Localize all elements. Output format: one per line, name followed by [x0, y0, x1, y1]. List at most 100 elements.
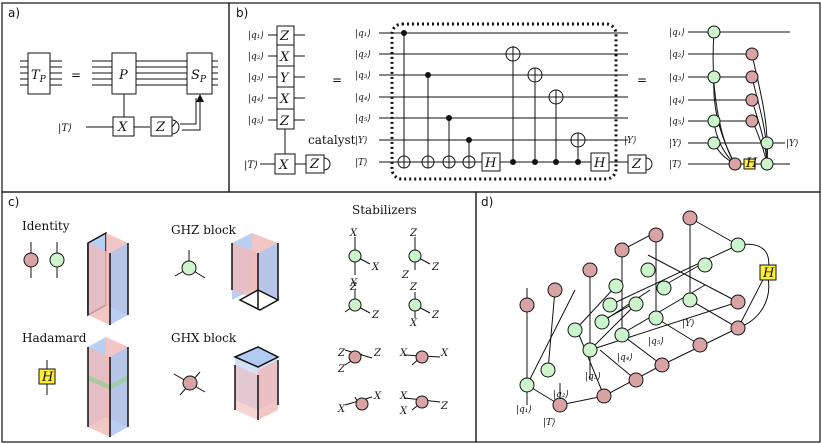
- z-gate-b-out: Z: [631, 157, 642, 172]
- h-gate-b2: H: [593, 156, 606, 171]
- svg-text:Z: Z: [401, 270, 410, 281]
- equals-b1: =: [332, 73, 342, 87]
- svg-text:Z: Z: [279, 29, 290, 44]
- svg-text:|T⟩: |T⟩: [355, 158, 368, 168]
- panel-a-diagram: [20, 52, 218, 137]
- svg-text:|q₅⟩: |q₅⟩: [355, 114, 371, 124]
- panel-b-right-graph: [688, 31, 790, 165]
- right-ket-labels: |q₁⟩ |q₂⟩ |q₃⟩ |q₄⟩ |q₅⟩ |Y⟩ |T⟩: [669, 28, 685, 170]
- z-gate-b: Z: [309, 157, 320, 172]
- svg-text:|q₂⟩: |q₂⟩: [553, 390, 569, 400]
- svg-text:Z: Z: [409, 228, 418, 239]
- equals-b2: =: [637, 73, 647, 87]
- t-ket-a: |T⟩: [58, 123, 72, 134]
- panel-d-h: H: [762, 266, 775, 281]
- svg-text:|q₃⟩: |q₃⟩: [669, 73, 685, 83]
- svg-text:Z: Z: [431, 262, 440, 273]
- ghz-block: [231, 233, 280, 311]
- svg-text:|q₁⟩: |q₁⟩: [669, 28, 685, 38]
- stabilizer-diagrams: [344, 237, 441, 411]
- stabilizer-labels: X X X Z Z Z Z Z Z Z X Z Z Z X X X X X X …: [337, 228, 449, 417]
- svg-text:|Y⟩: |Y⟩: [669, 139, 682, 149]
- panel-a-frame: [1, 2, 230, 193]
- mid-cnot-plus: [398, 47, 585, 163]
- svg-text:|q₅⟩: |q₅⟩: [648, 337, 664, 347]
- identity-nodes: [23, 242, 65, 278]
- z-gate-a: Z: [155, 120, 166, 135]
- svg-text:Z: Z: [431, 310, 440, 321]
- svg-text:|q₄⟩: |q₄⟩: [669, 96, 685, 106]
- svg-text:Z: Z: [279, 114, 290, 129]
- panel-d-graph-edges: [526, 217, 770, 406]
- svg-text:X: X: [349, 228, 358, 239]
- svg-text:X: X: [399, 348, 408, 359]
- hadamard-block: [87, 337, 129, 437]
- svg-text:Y: Y: [280, 71, 290, 86]
- left-pauli-gates: Z X Y X Z: [279, 29, 290, 129]
- svg-text:Z: Z: [371, 310, 380, 321]
- svg-text:|q₄⟩: |q₄⟩: [355, 93, 371, 103]
- svg-text:|Y⟩: |Y⟩: [682, 319, 695, 329]
- svg-text:X: X: [279, 50, 290, 65]
- p-label: P: [118, 68, 128, 83]
- equals-a: =: [71, 68, 81, 82]
- left-ket-labels: |q₁⟩ |q₂⟩ |q₃⟩ |q₄⟩ |q₅⟩: [248, 31, 264, 126]
- svg-text:X: X: [337, 404, 346, 415]
- svg-text:X: X: [399, 406, 408, 417]
- svg-text:|T⟩: |T⟩: [543, 418, 556, 428]
- svg-text:|q₄⟩: |q₄⟩: [248, 94, 264, 104]
- panel-d-nodes: [519, 210, 777, 413]
- catalyst-label: catalyst: [308, 133, 356, 147]
- panel-c-label: c): [8, 195, 19, 209]
- svg-text:X: X: [373, 391, 382, 402]
- x-gate-b: X: [278, 158, 289, 173]
- svg-text:|q₂⟩: |q₂⟩: [355, 50, 371, 60]
- ghx-node: [173, 371, 206, 396]
- hadamard-h: H: [41, 370, 54, 385]
- panel-d-frame: [475, 191, 821, 443]
- svg-text:Z: Z: [337, 348, 346, 359]
- x-gate-a: X: [117, 120, 128, 135]
- svg-text:|q₂⟩: |q₂⟩: [248, 52, 264, 62]
- svg-text:X: X: [440, 348, 449, 359]
- hadamard-title: Hadamard: [22, 331, 87, 345]
- svg-text:|Y⟩: |Y⟩: [355, 136, 368, 146]
- svg-text:|q₃⟩: |q₃⟩: [248, 73, 264, 83]
- identity-title: Identity: [22, 219, 70, 233]
- svg-text:|q₂⟩: |q₂⟩: [669, 50, 685, 60]
- panel-d-label: d): [481, 195, 493, 209]
- ghz-title: GHZ block: [171, 223, 237, 237]
- panel-b-mid-circuit: [379, 22, 653, 181]
- svg-text:X: X: [409, 318, 418, 329]
- svg-text:X: X: [371, 262, 380, 273]
- ghz-node: [174, 250, 206, 279]
- sp-label: SP: [191, 68, 207, 85]
- svg-text:|q₄⟩: |q₄⟩: [617, 353, 633, 363]
- y-out-right: |Y⟩: [786, 139, 799, 149]
- panel-b-label: b): [236, 6, 248, 20]
- mid-controls: [401, 30, 581, 165]
- mid-ket-labels: |q₁⟩ |q₂⟩ |q₃⟩ |q₄⟩ |q₅⟩ |Y⟩ |T⟩: [355, 29, 371, 168]
- right-graph-nodes: [707, 25, 774, 171]
- panel-d-labels: |q₁⟩ |q₂⟩ |q₃⟩ |q₄⟩ |q₅⟩ |Y⟩ |T⟩: [516, 319, 695, 428]
- svg-text:X: X: [399, 391, 408, 402]
- svg-text:|q₃⟩: |q₃⟩: [355, 71, 371, 81]
- svg-text:Z: Z: [373, 348, 382, 359]
- svg-text:|q₁⟩: |q₁⟩: [355, 29, 371, 39]
- y-out-label: |Y⟩: [624, 136, 637, 146]
- svg-text:|q₃⟩: |q₃⟩: [585, 372, 601, 382]
- svg-text:Z: Z: [349, 282, 358, 293]
- h-gate-b1: H: [484, 156, 497, 171]
- hadamard-node: [38, 360, 56, 395]
- svg-text:Z: Z: [440, 401, 449, 412]
- svg-text:Z: Z: [409, 282, 418, 293]
- svg-text:X: X: [279, 92, 290, 107]
- tp-label: TP: [31, 68, 47, 85]
- svg-text:|q₁⟩: |q₁⟩: [248, 31, 264, 41]
- ghx-title: GHX block: [171, 331, 237, 345]
- ghx-block: [233, 346, 280, 420]
- panel-a-label: a): [8, 6, 20, 20]
- stabilizers-title: Stabilizers: [352, 203, 417, 217]
- svg-text:|T⟩: |T⟩: [669, 160, 682, 170]
